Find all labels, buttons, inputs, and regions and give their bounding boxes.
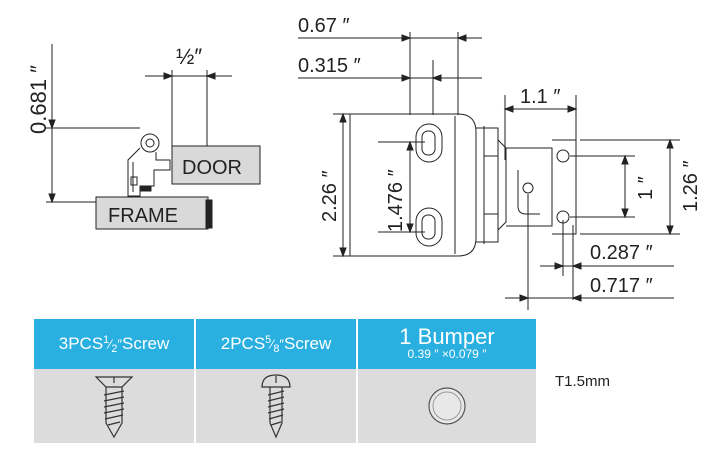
round-head-screw-icon bbox=[261, 374, 291, 439]
hinge-plate bbox=[349, 113, 477, 257]
screw-half-header: 3PCS1⁄2″Screw bbox=[34, 319, 194, 369]
flat-screw-cell bbox=[34, 369, 194, 443]
dim-1476-label: 1.476 ″ bbox=[385, 169, 407, 232]
arm-hole-top bbox=[556, 149, 570, 163]
dim-0287-label: 0.287 ″ bbox=[590, 242, 653, 264]
flat-head-screw-icon bbox=[94, 376, 134, 439]
dim-126-label: 1.26 ″ bbox=[680, 160, 702, 212]
bumper-title: 1 Bumper bbox=[399, 324, 495, 349]
dim-height-label: 0.681 ″ bbox=[26, 65, 51, 134]
thickness-label: T1.5mm bbox=[555, 373, 611, 390]
parts-table: 3PCS1⁄2″Screw 2PCS5⁄8″Screw 1 Bumper 0.3… bbox=[34, 319, 536, 443]
dim-067-label: 0.67 ″ bbox=[298, 15, 350, 37]
bumper-size: 0.39 ″ ×0.079 ″ bbox=[407, 347, 487, 361]
frame-label: FRAME bbox=[108, 205, 178, 227]
screw-five-eighths-fraction: 5⁄8″ bbox=[265, 333, 285, 355]
dim-226-label: 2.26 ″ bbox=[319, 170, 341, 222]
dim-1-label: 1 ″ bbox=[635, 176, 657, 200]
round-screw-cell bbox=[196, 369, 356, 443]
door-panel bbox=[171, 145, 261, 185]
screw-half-label: Screw bbox=[122, 333, 170, 353]
screw-five-eighths-qty: 2PCS bbox=[220, 333, 266, 353]
screw-five-eighths-label: Screw bbox=[284, 333, 332, 353]
dim-11-label: 1.1 ″ bbox=[520, 86, 560, 108]
bumper-header: 1 Bumper 0.39 ″ ×0.079 ″ bbox=[358, 319, 536, 369]
frame-panel bbox=[95, 196, 209, 230]
door-label: DOOR bbox=[182, 157, 242, 179]
screw-half-qty: 3PCS bbox=[58, 333, 104, 353]
screw-half-fraction: 1⁄2″ bbox=[103, 333, 123, 355]
bumper-icon bbox=[428, 387, 466, 425]
dim-0315-label: 0.315 ″ bbox=[298, 55, 361, 77]
dim-half-label: ½″ bbox=[176, 44, 202, 69]
dim-0717-label: 0.717 ″ bbox=[590, 275, 653, 297]
hinge-knuckle bbox=[140, 133, 160, 153]
bumper-cell bbox=[358, 369, 536, 443]
screw-five-eighths-header: 2PCS5⁄8″Screw bbox=[196, 319, 356, 369]
